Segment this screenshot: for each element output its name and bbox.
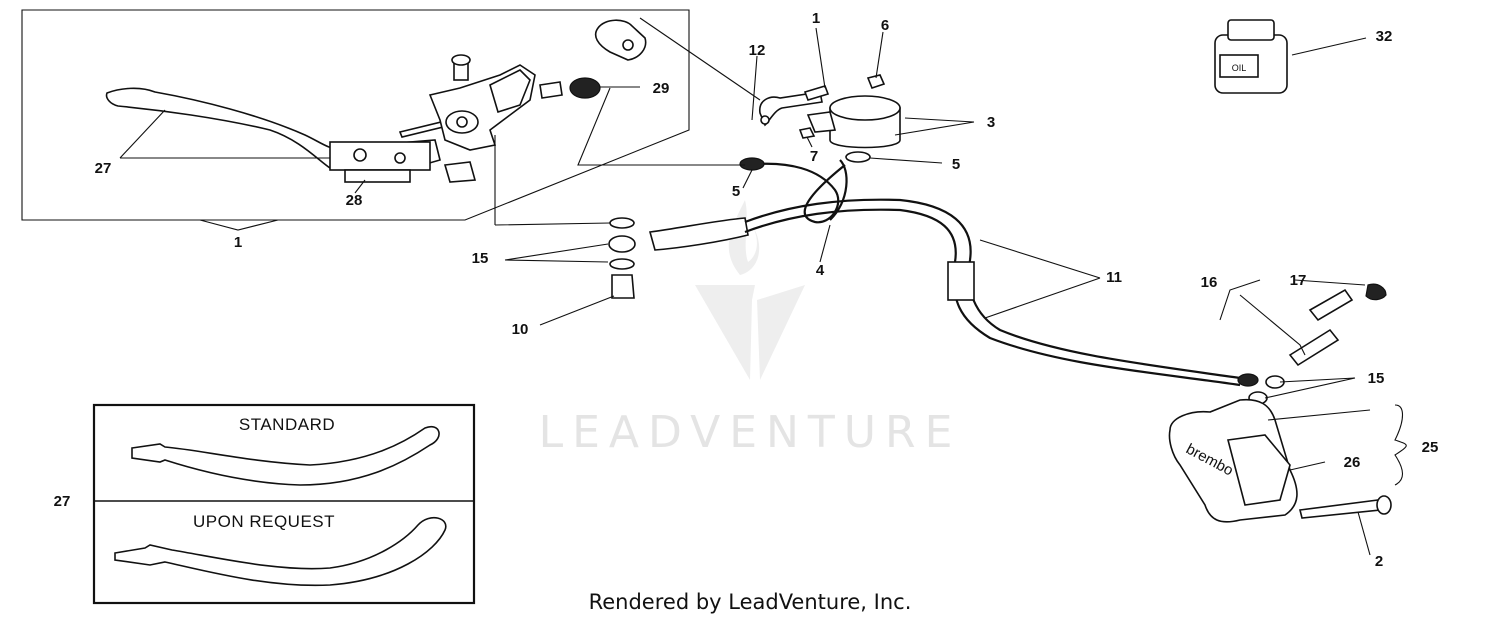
port-hole: [456, 116, 468, 128]
standard-label: STANDARD: [239, 415, 335, 434]
callout-15-left: 15: [472, 250, 489, 267]
lever-pivot-plate: [329, 141, 431, 171]
lever-adjuster: [344, 169, 411, 183]
caliper-bolt-head: [1376, 495, 1392, 515]
callout-10: 10: [512, 321, 529, 338]
handlebar-clamp: [594, 19, 647, 61]
callout-6: 6: [881, 17, 889, 34]
callout-27-inset: 27: [54, 493, 71, 510]
leader-lines: [119, 17, 1407, 556]
callout-3: 3: [987, 114, 995, 131]
render-credit: Rendered by LeadVenture, Inc.: [588, 590, 912, 614]
callout-32: 32: [1376, 28, 1393, 45]
hose-clamp-5-right: [845, 151, 871, 163]
brake-line-11: [744, 198, 1241, 380]
leader-assembly: [199, 219, 279, 231]
lever-options-inset: STANDARD UPON REQUEST: [92, 403, 476, 605]
bleed-fitting-16: [1288, 328, 1340, 367]
bleed-cap-17: [1365, 283, 1387, 301]
standard-lever: [131, 425, 440, 486]
bracket-hole: [760, 115, 770, 125]
mount-bolt-head: [451, 54, 471, 66]
callout-11: 11: [1106, 269, 1122, 286]
master-cylinder-bore: [489, 69, 531, 114]
callout-12: 12: [749, 42, 766, 59]
callout-7: 7: [810, 148, 818, 165]
callout-25: 25: [1422, 439, 1439, 456]
clamp-hole: [622, 39, 634, 51]
callout-26: 26: [1344, 454, 1361, 471]
bleed-valve: [1308, 288, 1354, 322]
callout-1-top: 1: [812, 10, 820, 27]
brake-fluid-bottle-32: OIL: [1214, 19, 1288, 94]
banjo-bolt-10: [611, 274, 635, 299]
callout-17: 17: [1290, 272, 1307, 289]
caliper-banjo: [1237, 373, 1259, 387]
watermark: LEADVENTURE: [539, 200, 962, 458]
fitting-29: [539, 81, 563, 99]
screw-1: [803, 85, 830, 101]
watermark-text: LEADVENTURE: [539, 407, 962, 458]
banjo-fitting: [608, 235, 636, 253]
callout-16: 16: [1201, 274, 1218, 291]
callout-1-bottom: 1: [234, 234, 242, 251]
upon-request-lever: [114, 516, 447, 587]
upon-request-label: UPON REQUEST: [193, 512, 335, 531]
callout-5-left: 5: [732, 183, 740, 200]
lever-pivot-hole: [353, 148, 367, 162]
callout-2: 2: [1375, 553, 1383, 570]
callout-28: 28: [346, 192, 363, 209]
reservoir-bracket: [806, 111, 837, 133]
reservoir-hose: [744, 162, 846, 224]
callout-15-right: 15: [1368, 370, 1385, 387]
hose-clamp-5-left: [739, 157, 765, 171]
reservoir-lid: [829, 95, 901, 121]
caliper-piston-26: [1226, 434, 1291, 506]
hose-banjo-end: [648, 217, 749, 251]
callouts: 1 6 12 3 7 5 5 29 27 28 1 15 4 10 11 32 …: [54, 10, 1439, 570]
hose-sleeve: [947, 261, 975, 301]
callout-29: 29: [653, 80, 670, 97]
washer-15-bottom: [609, 258, 635, 270]
nut-7: [798, 127, 816, 139]
callout-27-lever: 27: [95, 160, 112, 177]
bottle-label: OIL: [1232, 63, 1247, 73]
callout-4: 4: [816, 262, 825, 279]
assembly-frame: [21, 9, 690, 221]
reservoir-cap-29: [569, 77, 601, 99]
brake-light-switch: [443, 161, 477, 183]
caliper-bolt-2: [1299, 499, 1381, 519]
callout-5-right: 5: [952, 156, 960, 173]
watermark-logo: [695, 285, 805, 380]
washer-15-top: [609, 217, 635, 229]
lever-adjuster-hole: [394, 152, 406, 164]
